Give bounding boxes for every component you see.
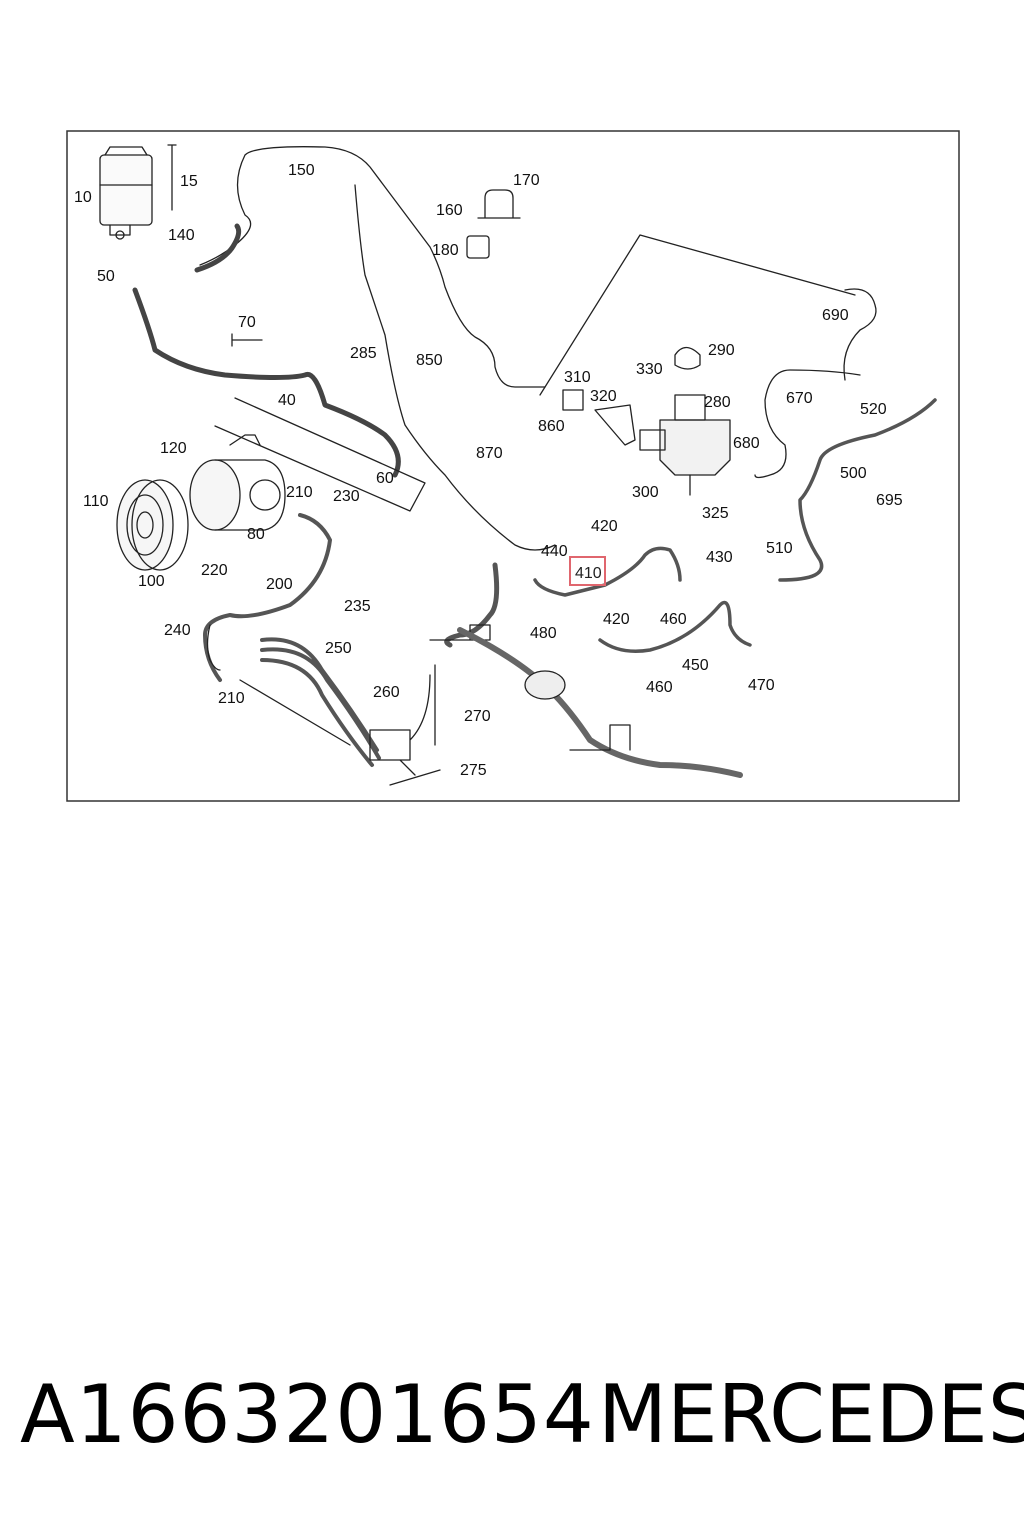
callout-460a: 460 — [660, 611, 687, 628]
callout-labels: 10 15 150 170 160 180 140 50 70 40 285 8… — [74, 162, 903, 779]
callout-240: 240 — [164, 622, 191, 639]
callout-250: 250 — [325, 640, 352, 657]
callout-460b: 460 — [646, 679, 673, 696]
callout-325: 325 — [702, 505, 729, 522]
callout-510: 510 — [766, 540, 793, 557]
brand-name: MERCEDES — [598, 1368, 1024, 1461]
callout-210a: 210 — [286, 484, 313, 501]
return-hose-150 — [199, 146, 546, 388]
callout-285: 285 — [350, 345, 377, 362]
callout-15: 15 — [180, 173, 198, 190]
callout-140: 140 — [168, 227, 195, 244]
callout-70: 70 — [238, 314, 256, 331]
callout-500: 500 — [840, 465, 867, 482]
callout-170: 170 — [513, 172, 540, 189]
hoses-250 — [260, 637, 381, 767]
callout-120: 120 — [160, 440, 187, 457]
diagram-frame — [66, 130, 960, 802]
callout-420a: 420 — [591, 518, 618, 535]
highlight-box — [569, 556, 606, 586]
callout-180: 180 — [432, 242, 459, 259]
callout-430: 430 — [706, 549, 733, 566]
bracket-160 — [477, 189, 521, 219]
parts-diagram: 10 15 150 170 160 180 140 50 70 40 285 8… — [66, 130, 960, 802]
callout-520: 520 — [860, 401, 887, 418]
callout-260: 260 — [373, 684, 400, 701]
dipstick-illustration — [167, 144, 177, 211]
callout-60: 60 — [376, 470, 394, 487]
callout-100: 100 — [138, 573, 165, 590]
line-690 — [843, 288, 877, 381]
callout-box-250 — [239, 664, 441, 786]
callout-box-valve — [539, 234, 856, 396]
line-285 — [354, 184, 556, 551]
callout-150: 150 — [288, 162, 315, 179]
line-410 — [533, 546, 682, 597]
callout-300: 300 — [632, 484, 659, 501]
callout-850: 850 — [416, 352, 443, 369]
highlighted-part-410[interactable]: 410 — [569, 556, 606, 586]
cap-290 — [674, 346, 701, 370]
line-240 — [206, 624, 221, 671]
callout-290: 290 — [708, 342, 735, 359]
part-number: A1663201654 — [20, 1368, 595, 1461]
callout-50: 50 — [97, 268, 115, 285]
callout-680: 680 — [733, 435, 760, 452]
callout-690: 690 — [822, 307, 849, 324]
callout-860: 860 — [538, 418, 565, 435]
pump-illustration — [189, 434, 286, 531]
callout-330: 330 — [636, 361, 663, 378]
callout-410: 410 — [575, 565, 602, 582]
callout-10: 10 — [74, 189, 92, 206]
callout-870: 870 — [476, 445, 503, 462]
callout-box-pump — [214, 397, 426, 512]
line-670 — [754, 369, 861, 479]
pressure-line-40 — [132, 287, 401, 478]
callout-420b: 420 — [603, 611, 630, 628]
reservoir-illustration — [99, 146, 153, 240]
valve-block-illustration — [639, 394, 731, 496]
callout-220: 220 — [201, 562, 228, 579]
callout-450: 450 — [682, 657, 709, 674]
callout-210b: 210 — [218, 690, 245, 707]
callout-670: 670 — [786, 390, 813, 407]
valve-260 — [369, 674, 431, 776]
callout-200: 200 — [266, 576, 293, 593]
callout-470: 470 — [748, 677, 775, 694]
callout-695: 695 — [876, 492, 903, 509]
steering-gear-illustration — [429, 562, 743, 778]
callout-110: 110 — [83, 493, 109, 510]
pulley-illustration — [116, 479, 189, 571]
line-450 — [598, 600, 752, 653]
callout-230: 230 — [333, 488, 360, 505]
callout-480: 480 — [530, 625, 557, 642]
grommet-180 — [466, 235, 490, 259]
bracket-310 — [562, 389, 584, 411]
line-200 — [203, 513, 332, 682]
line-500 — [778, 398, 937, 582]
callout-40: 40 — [278, 392, 296, 409]
callout-275: 275 — [460, 762, 487, 779]
callout-310: 310 — [564, 369, 591, 386]
callout-80: 80 — [247, 526, 265, 543]
callout-270: 270 — [464, 708, 491, 725]
callout-280: 280 — [704, 394, 731, 411]
bolt-70 — [231, 333, 263, 347]
callout-440: 440 — [541, 543, 568, 560]
bracket-320 — [594, 404, 636, 446]
callout-160: 160 — [436, 202, 463, 219]
callout-235: 235 — [344, 598, 371, 615]
callout-320: 320 — [590, 388, 617, 405]
